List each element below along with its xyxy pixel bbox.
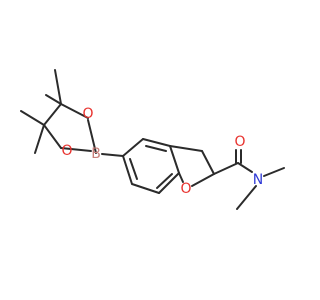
bond-ar-5 bbox=[131, 183, 160, 194]
bond-ar-4 bbox=[158, 172, 180, 194]
atom-labels: B O O O O N bbox=[61, 106, 263, 197]
atom-label-boron: B bbox=[91, 146, 101, 162]
bond-ch2-ch bbox=[201, 150, 215, 175]
structure-diagram: B O O O O N bbox=[20, 69, 285, 210]
bond-ch-carbonyl bbox=[213, 162, 239, 175]
bond-ar-1 bbox=[122, 138, 144, 157]
bond-o-ar bbox=[178, 172, 184, 183]
atom-label-amide-nitrogen: N bbox=[253, 172, 263, 188]
bond-ar-2 bbox=[142, 138, 171, 147]
bond-methyl-2 bbox=[45, 94, 62, 105]
bond-ar-double-3 bbox=[129, 158, 138, 180]
bonds bbox=[20, 69, 285, 210]
bond-ar-double-1 bbox=[145, 145, 167, 152]
bond-ch2-ar bbox=[169, 145, 203, 152]
bond-b-o-upper bbox=[87, 119, 97, 154]
bond-methyl-4 bbox=[34, 124, 45, 154]
bond-pinacol-cc bbox=[43, 103, 62, 126]
bond-n-methyl-down bbox=[236, 185, 257, 210]
bond-methyl-1 bbox=[54, 69, 62, 105]
bond-ar-double-2 bbox=[156, 173, 173, 189]
bond-ch-o bbox=[191, 173, 215, 187]
atom-label-ring-oxygen-upper: O bbox=[82, 106, 93, 122]
bond-n-methyl-right bbox=[263, 167, 285, 177]
bond-c-o-lower bbox=[43, 124, 62, 149]
atom-label-furan-oxygen: O bbox=[180, 181, 191, 197]
bond-o-upper-c bbox=[60, 103, 89, 119]
bond-o-lower-b bbox=[60, 147, 92, 152]
bond-carbonyl-n bbox=[237, 162, 253, 173]
bond-methyl-3 bbox=[20, 110, 45, 126]
bond-ar-3 bbox=[169, 145, 180, 174]
atom-label-ring-oxygen-lower: O bbox=[61, 143, 72, 159]
bond-ar-6 bbox=[122, 155, 133, 185]
atom-label-carbonyl-oxygen: O bbox=[234, 134, 245, 150]
bond-b-aryl bbox=[101, 153, 124, 157]
